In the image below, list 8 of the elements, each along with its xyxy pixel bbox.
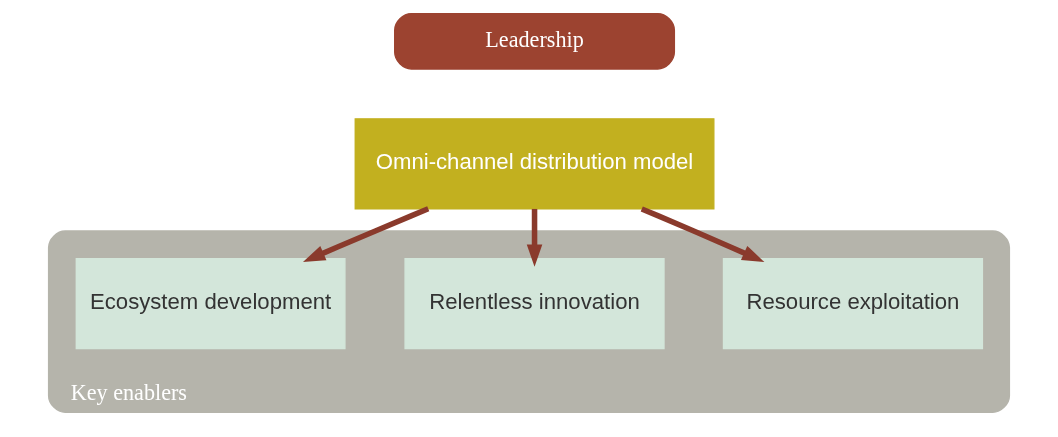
node-box: Leadership bbox=[394, 12, 676, 70]
arrow bbox=[302, 206, 430, 262]
node-box: Ecosystem development bbox=[75, 257, 346, 350]
arrow bbox=[640, 206, 765, 263]
node-box: Omni-channel distribution model bbox=[354, 118, 715, 210]
arrow bbox=[526, 208, 543, 267]
node-box: Resource exploitation bbox=[722, 257, 984, 350]
node-box: Relentless innovation bbox=[404, 257, 665, 350]
